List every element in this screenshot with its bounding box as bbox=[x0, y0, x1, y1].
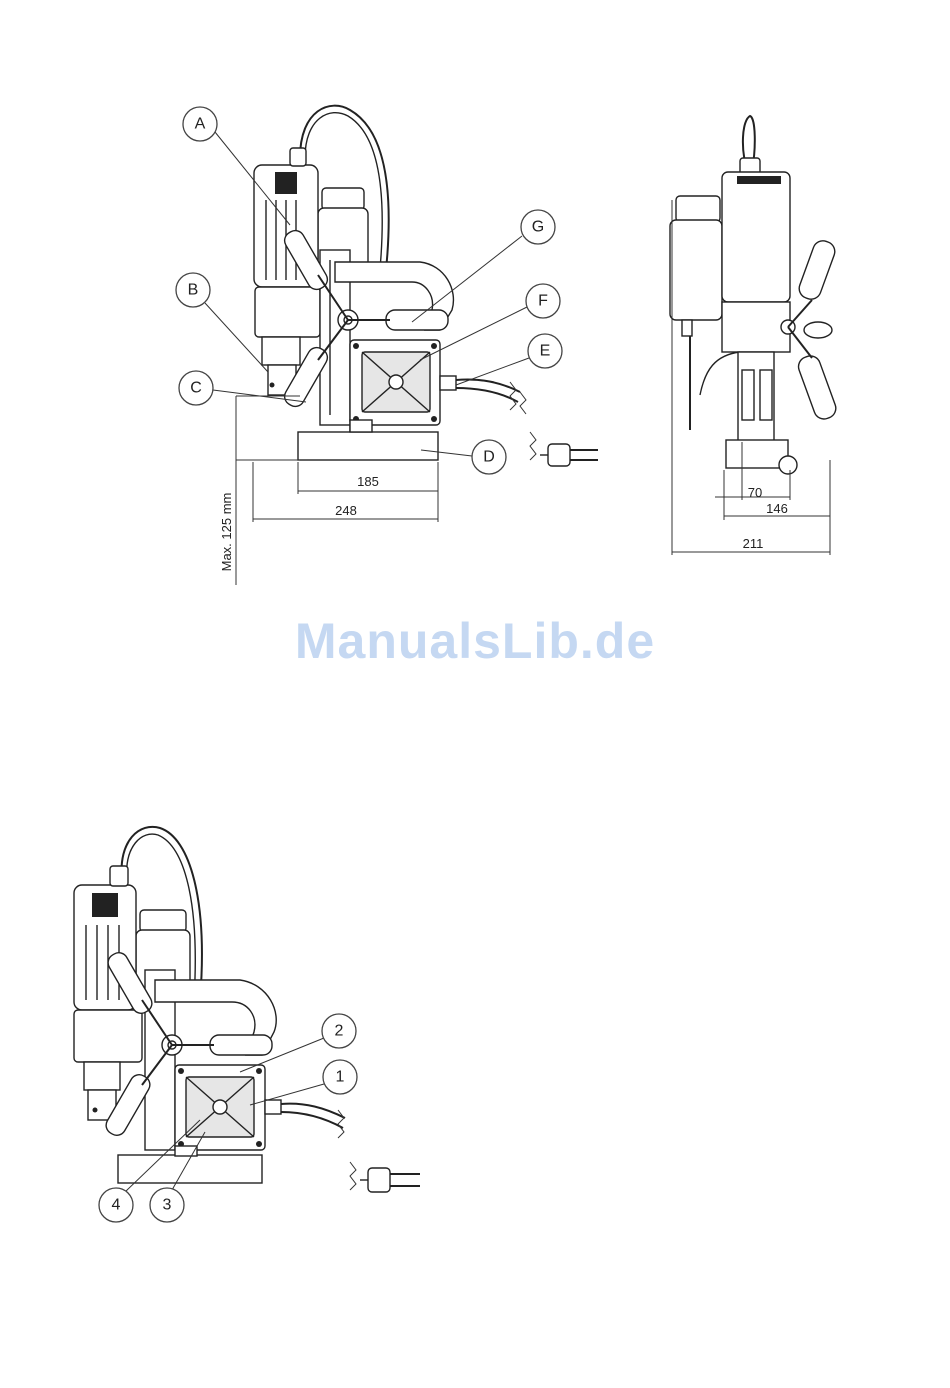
watermark: ManualsLib.de bbox=[0, 612, 950, 670]
callout-label: E bbox=[540, 343, 551, 360]
callout-label: A bbox=[195, 116, 206, 133]
callout-label: B bbox=[188, 282, 199, 299]
dim-max-stroke: Max. 125 mm bbox=[219, 493, 234, 572]
dim-overall: 211 bbox=[743, 536, 764, 551]
callout-label: 3 bbox=[163, 1197, 172, 1214]
callout-label: F bbox=[538, 293, 548, 310]
callout-label: 4 bbox=[112, 1197, 121, 1214]
drill-side-view-control-panel bbox=[74, 827, 420, 1192]
callout-E: E bbox=[456, 334, 562, 385]
drill-front-view bbox=[670, 116, 839, 474]
dim-middle: 146 bbox=[766, 501, 788, 516]
callout-label: C bbox=[190, 380, 202, 397]
dim-inner: 70 bbox=[748, 485, 762, 500]
callout-label: G bbox=[532, 219, 544, 236]
callout-label: D bbox=[483, 449, 495, 466]
dim-overall-width: 248 bbox=[335, 503, 357, 518]
dim-base-width: 185 bbox=[357, 474, 379, 489]
callout-label: 1 bbox=[336, 1069, 345, 1086]
callout-B: B bbox=[176, 273, 268, 372]
callout-1: 1 bbox=[250, 1060, 357, 1105]
callout-label: 2 bbox=[335, 1023, 344, 1040]
